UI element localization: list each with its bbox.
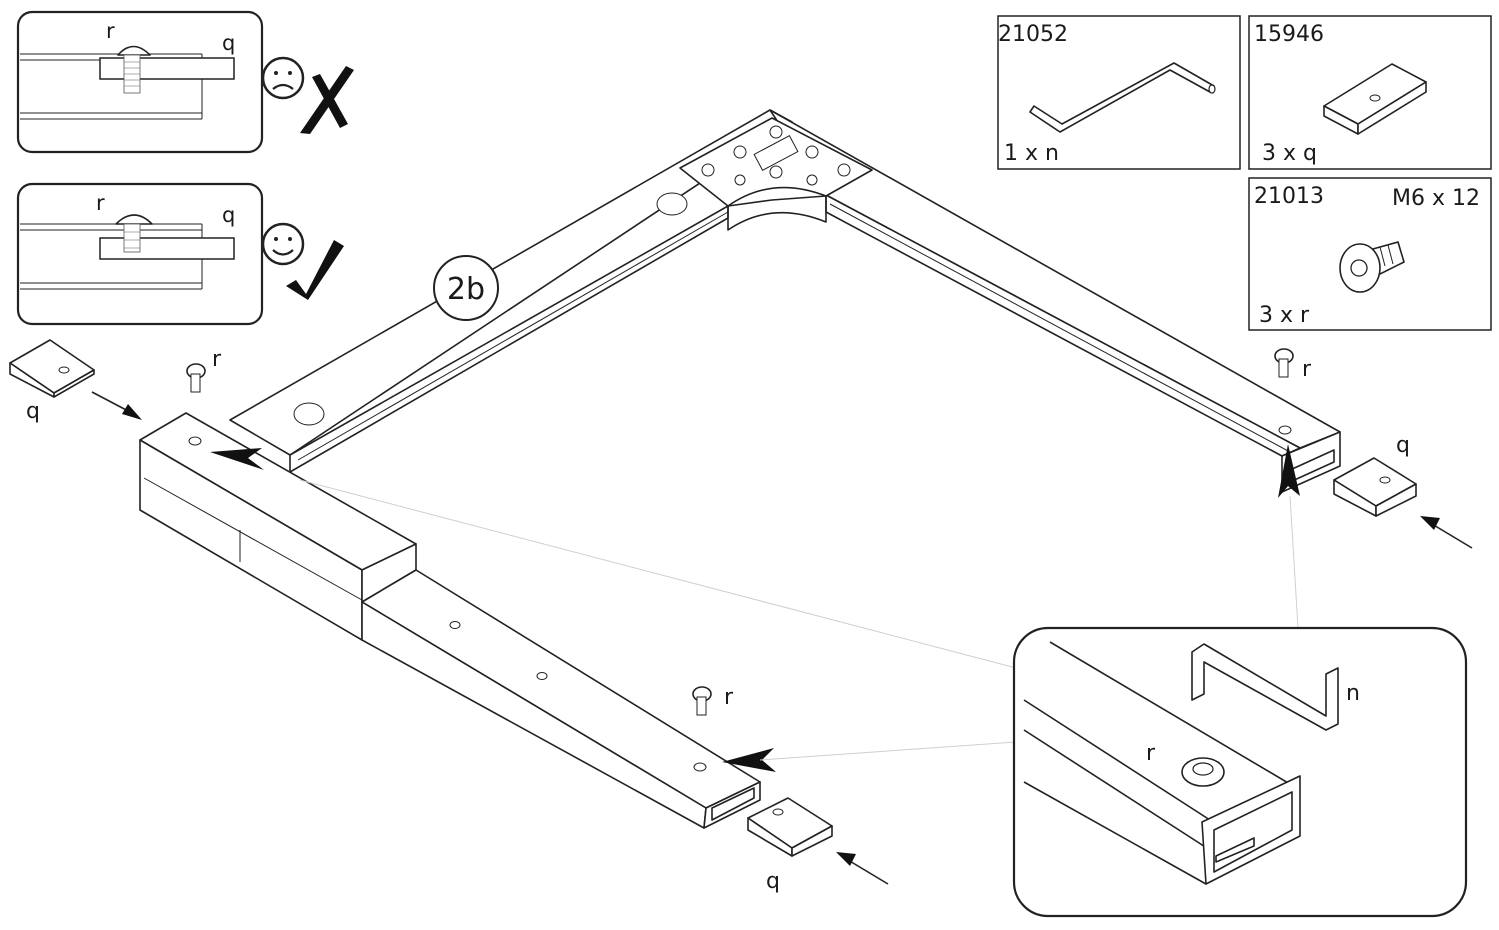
detail-inset: r n bbox=[1012, 626, 1468, 918]
part-code: 15946 bbox=[1254, 22, 1324, 47]
step-label: 2b bbox=[447, 272, 485, 307]
wrong-label-r: r bbox=[106, 19, 115, 43]
leader-lines bbox=[299, 479, 1299, 761]
sad-face-icon bbox=[261, 56, 305, 100]
parts-list: 21052 1 x n 15946 3 x q 21013 M6 x 12 3 … bbox=[997, 15, 1492, 331]
right-example-panel: r q bbox=[16, 182, 344, 326]
allen-key-icon bbox=[1029, 62, 1216, 133]
bolt-head-icon bbox=[115, 214, 153, 225]
part-allen-key: 21052 1 x n bbox=[997, 15, 1241, 170]
arrow-head bbox=[210, 448, 264, 470]
right-label-r: r bbox=[96, 191, 105, 215]
lower-leg bbox=[361, 569, 761, 829]
detail-frame bbox=[1012, 626, 1468, 918]
plate-nut-icon bbox=[747, 797, 833, 857]
bolt-icon bbox=[692, 686, 712, 716]
step-badge: 2b bbox=[433, 255, 499, 321]
arrow-head bbox=[722, 748, 776, 772]
wrong-label-q: q bbox=[222, 31, 235, 55]
right-callout: r q bbox=[1274, 348, 1473, 549]
callout-q: q bbox=[26, 399, 40, 424]
check-mark-icon bbox=[286, 240, 344, 300]
happy-face-icon bbox=[261, 222, 305, 266]
part-qty: 3 x r bbox=[1259, 303, 1310, 328]
arrow-line bbox=[847, 859, 889, 885]
bolt-icon bbox=[1274, 348, 1294, 378]
bolt-head-icon bbox=[1181, 757, 1225, 787]
right-arm-side bbox=[825, 194, 1301, 457]
callout-r: r bbox=[212, 347, 222, 372]
callout-r: r bbox=[724, 685, 734, 710]
part-bolt: 21013 M6 x 12 3 x r bbox=[1248, 177, 1492, 331]
part-qty: 1 x n bbox=[1004, 141, 1059, 166]
allen-key-icon bbox=[1191, 643, 1339, 731]
arrow-line bbox=[91, 391, 131, 413]
detail-label-r: r bbox=[1146, 741, 1156, 766]
telescopic-sleeve bbox=[139, 412, 417, 641]
plate-nut-icon bbox=[1323, 63, 1427, 135]
part-spec: M6 x 12 bbox=[1392, 186, 1480, 211]
right-label-q: q bbox=[222, 203, 235, 227]
part-plate-nut: 15946 3 x q bbox=[1248, 15, 1492, 170]
detail-label-n: n bbox=[1346, 681, 1360, 706]
plate-nut-icon bbox=[9, 339, 95, 398]
desk-frame: 2b bbox=[139, 109, 1341, 829]
cross-mark-icon bbox=[300, 66, 354, 134]
wrong-example-panel: r q bbox=[16, 10, 354, 154]
part-code: 21052 bbox=[998, 22, 1068, 47]
bottom-callout: r q bbox=[692, 685, 889, 894]
part-code: 21013 bbox=[1254, 184, 1324, 209]
bolt-icon bbox=[186, 363, 206, 393]
plate-nut-icon bbox=[1333, 457, 1417, 517]
arrow-line bbox=[1431, 523, 1473, 549]
left-arm-side bbox=[289, 205, 729, 473]
bolt-icon bbox=[1339, 241, 1405, 293]
left-callout: q r bbox=[9, 339, 264, 470]
part-qty: 3 x q bbox=[1262, 141, 1317, 166]
callout-q: q bbox=[1396, 433, 1410, 458]
callout-q: q bbox=[766, 869, 780, 894]
callout-r: r bbox=[1302, 357, 1312, 382]
arrow-head bbox=[1278, 444, 1300, 498]
bolt-head-icon bbox=[117, 45, 151, 56]
corner-connector bbox=[679, 117, 873, 231]
